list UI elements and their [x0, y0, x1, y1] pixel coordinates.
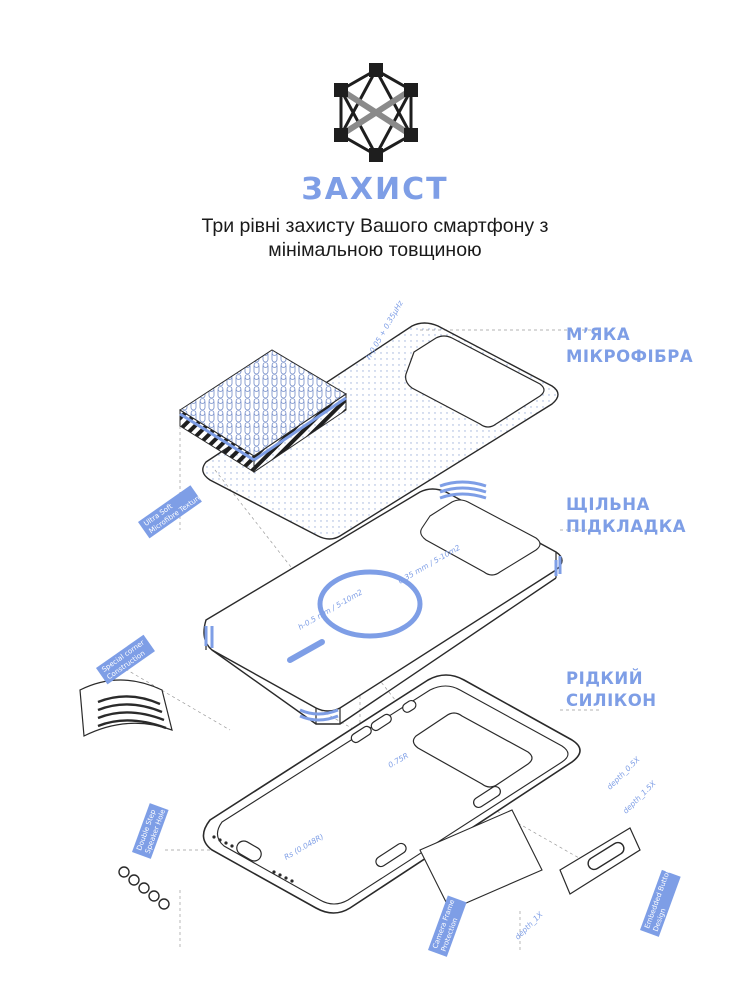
label-lining-line1: ЩІЛЬНА: [566, 495, 650, 514]
label-lining-line2: ПІДКЛАДКА: [566, 517, 687, 536]
corner-callout: Special corner Construction: [96, 634, 155, 685]
section-title: ЗАХИСТ: [301, 172, 449, 207]
brand-logo-icon: [334, 63, 418, 162]
subtitle-line-1: Три рівні захисту Вашого смартфону з: [201, 215, 549, 237]
button-detail-icon: [559, 827, 641, 895]
label-microfiber-line1: М’ЯКА: [566, 325, 631, 344]
label-silicone-line2: СИЛІКОН: [566, 691, 657, 710]
ultra-soft-callout: Ultra Soft Microfibre Texture: [138, 485, 203, 539]
microfiber-layer: [179, 322, 559, 540]
exploded-case-diagram: Ultra Soft Microfibre Texture Special co…: [79, 298, 681, 957]
dim-depth-bottom: depth_1X: [513, 909, 545, 941]
label-silicone: РІДКИЙ СИЛІКОН: [566, 668, 657, 712]
corner-detail-icon: [79, 679, 173, 737]
label-microfiber: М’ЯКА МІКРОФІБРА: [566, 324, 693, 368]
lining-layer: [203, 480, 563, 725]
speaker-grill-icon: [118, 866, 170, 910]
label-microfiber-line2: МІКРОФІБРА: [566, 347, 694, 366]
dim-depth-top: depth_0.5X: [605, 754, 642, 791]
speaker-callout: Double Step Speaker Hole: [132, 803, 169, 859]
silicone-layer: [202, 674, 581, 914]
buttons-callout: Embedded Button Design: [640, 867, 681, 937]
camera-callout: Camera Frame Protection: [428, 895, 467, 957]
section-subtitle: Три рівні захисту Вашого смартфону з мін…: [0, 214, 750, 262]
dim-depth-mid: depth_1.5X: [621, 778, 658, 815]
label-lining: ЩІЛЬНА ПІДКЛАДКА: [566, 494, 686, 538]
subtitle-line-2: мінімальною товщиною: [268, 239, 482, 261]
label-silicone-line1: РІДКИЙ: [566, 669, 644, 688]
